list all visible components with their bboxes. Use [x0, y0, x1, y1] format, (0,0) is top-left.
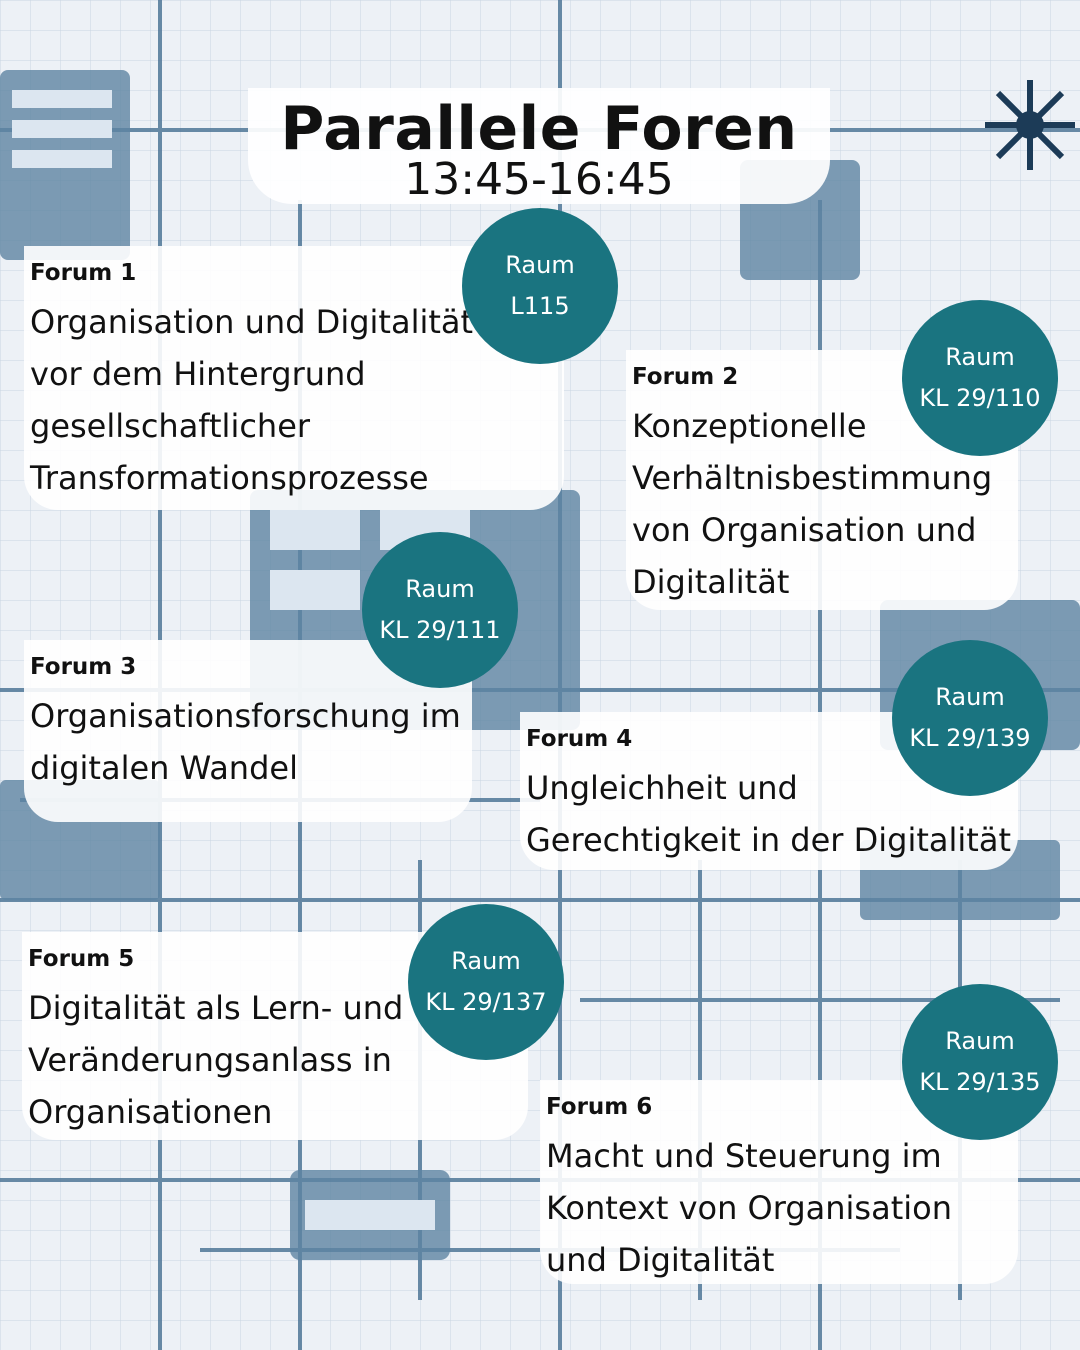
room-number: KL 29/110: [919, 384, 1041, 412]
room-label: Raum: [935, 683, 1005, 711]
forum-title-line: Ungleichheit und: [526, 769, 798, 807]
room-number: KL 29/111: [379, 616, 501, 644]
room-badge-2: Raum KL 29/110: [902, 300, 1058, 456]
room-label: Raum: [945, 343, 1015, 371]
room-badge-4: Raum KL 29/139: [892, 640, 1048, 796]
forum-label: Forum 2: [632, 364, 739, 390]
forum-title-line: Organisation und Digitalität: [30, 303, 474, 341]
forum-title-line: von Organisation und: [632, 511, 977, 549]
room-badge-3: Raum KL 29/111: [362, 532, 518, 688]
forum-title-line: digitalen Wandel: [30, 749, 298, 787]
forum-title-line: Kontext von Organisation: [546, 1189, 952, 1227]
room-label: Raum: [505, 251, 575, 279]
forum-title-line: Veränderungsanlass in: [28, 1041, 392, 1079]
room-number: L115: [510, 292, 570, 320]
forum-title-line: Macht und Steuerung im: [546, 1137, 942, 1175]
forum-title: Macht und Steuerung im Kontext von Organ…: [546, 1130, 952, 1286]
forum-title-line: gesellschaftlicher: [30, 407, 311, 445]
room-number: KL 29/137: [425, 988, 547, 1016]
time-range: 13:45-16:45: [404, 154, 674, 205]
room-badge-6: Raum KL 29/135: [902, 984, 1058, 1140]
room-label: Raum: [451, 947, 521, 975]
forum-title: Organisationsforschung im digitalen Wand…: [30, 690, 461, 794]
forum-title-line: Transformationsprozesse: [30, 459, 429, 497]
forum-title-line: Organisationsforschung im: [30, 697, 461, 735]
forum-title-line: Digitalität: [632, 563, 790, 601]
forum-title-line: vor dem Hintergrund: [30, 355, 366, 393]
forum-label: Forum 1: [30, 260, 137, 286]
room-badge-5: Raum KL 29/137: [408, 904, 564, 1060]
forum-title: Ungleichheit und Gerechtigkeit in der Di…: [526, 762, 1011, 866]
room-number: KL 29/135: [919, 1068, 1041, 1096]
forum-label: Forum 3: [30, 654, 137, 680]
forum-title-line: Konzeptionelle: [632, 407, 867, 445]
forum-title: Digitalität als Lern- und Veränderungsan…: [28, 982, 403, 1138]
forum-title: Konzeptionelle Verhältnisbestimmung von …: [632, 400, 992, 608]
forum-title-line: Organisationen: [28, 1093, 273, 1131]
page-title: Parallele Foren: [280, 94, 798, 164]
forum-title-line: Digitalität als Lern- und: [28, 989, 404, 1027]
forum-title-line: und Digitalität: [546, 1241, 775, 1279]
forum-title-line: Gerechtigkeit in der Digitalität: [526, 821, 1011, 859]
header-panel: Parallele Foren 13:45-16:45: [248, 88, 830, 205]
forum-title: Organisation und Digitalität vor dem Hin…: [30, 296, 473, 504]
forum-title-line: Verhältnisbestimmung: [632, 459, 993, 497]
forum-label: Forum 5: [28, 946, 135, 972]
room-number: KL 29/139: [909, 724, 1031, 752]
room-badge-1: Raum L115: [462, 208, 618, 364]
forum-card-4: Forum 4 Ungleichheit und Gerechtigkeit i…: [520, 712, 1018, 870]
room-label: Raum: [405, 575, 475, 603]
room-label: Raum: [945, 1027, 1015, 1055]
forum-label: Forum 6: [546, 1094, 653, 1120]
forum-label: Forum 4: [526, 726, 633, 752]
